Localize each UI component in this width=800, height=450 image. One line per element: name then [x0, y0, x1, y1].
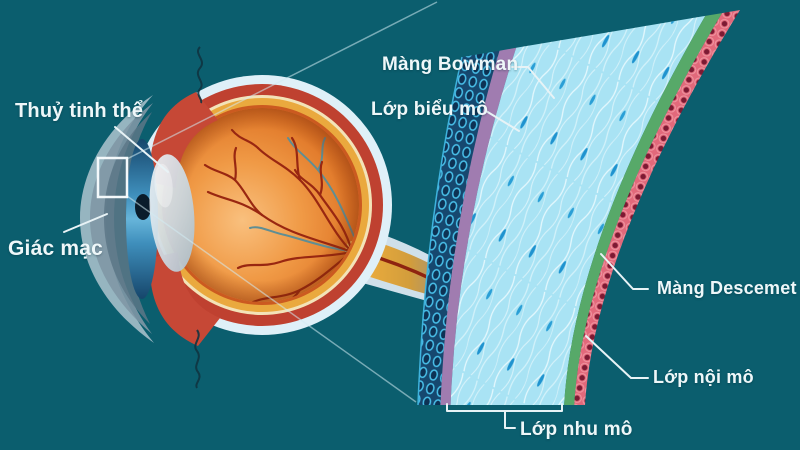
retinal-blood-vessels — [165, 108, 359, 302]
stroma-bracket — [446, 403, 563, 412]
pointer-epithelium — [485, 110, 520, 132]
pointer-descemet — [600, 253, 649, 290]
label-cornea: Giác mạc — [8, 237, 103, 260]
cornea-dome-inner — [104, 112, 152, 324]
lens-shape — [149, 154, 195, 272]
pointer-lens — [114, 126, 169, 173]
squiggle-bottom — [194, 329, 201, 389]
label-bowman: Màng Bowman — [382, 54, 519, 75]
lens-highlight — [154, 163, 173, 208]
projection-line-bottom — [126, 195, 417, 403]
epithelium-outer-edge — [417, 56, 463, 406]
eye-illustration — [80, 1, 458, 403]
label-lens: Thuỷ tinh thể — [15, 100, 144, 122]
cornea-dome-mid — [90, 103, 153, 334]
layer-bowman — [440, 47, 517, 406]
squiggle-top — [196, 46, 203, 104]
pointer-endothelium — [585, 335, 649, 379]
label-endothelium: Lớp nội mô — [653, 367, 754, 387]
label-epithelium: Lớp biểu mô — [371, 99, 489, 120]
layer-epithelium — [418, 50, 500, 405]
cornea-cross-section — [417, 10, 740, 406]
lens-group — [149, 154, 195, 272]
pointer-cornea — [63, 213, 108, 233]
label-descemet: Màng Descemet — [657, 278, 797, 298]
ciliary-body-bottom — [149, 252, 220, 346]
magnifier-box — [96, 156, 129, 199]
pointer-bowman — [511, 66, 555, 99]
label-stroma: Lớp nhu mô — [520, 419, 633, 440]
projection-line-top — [126, 1, 438, 160]
stroma-bracket-tail — [504, 410, 516, 429]
layer-stroma-fibers — [450, 15, 706, 406]
